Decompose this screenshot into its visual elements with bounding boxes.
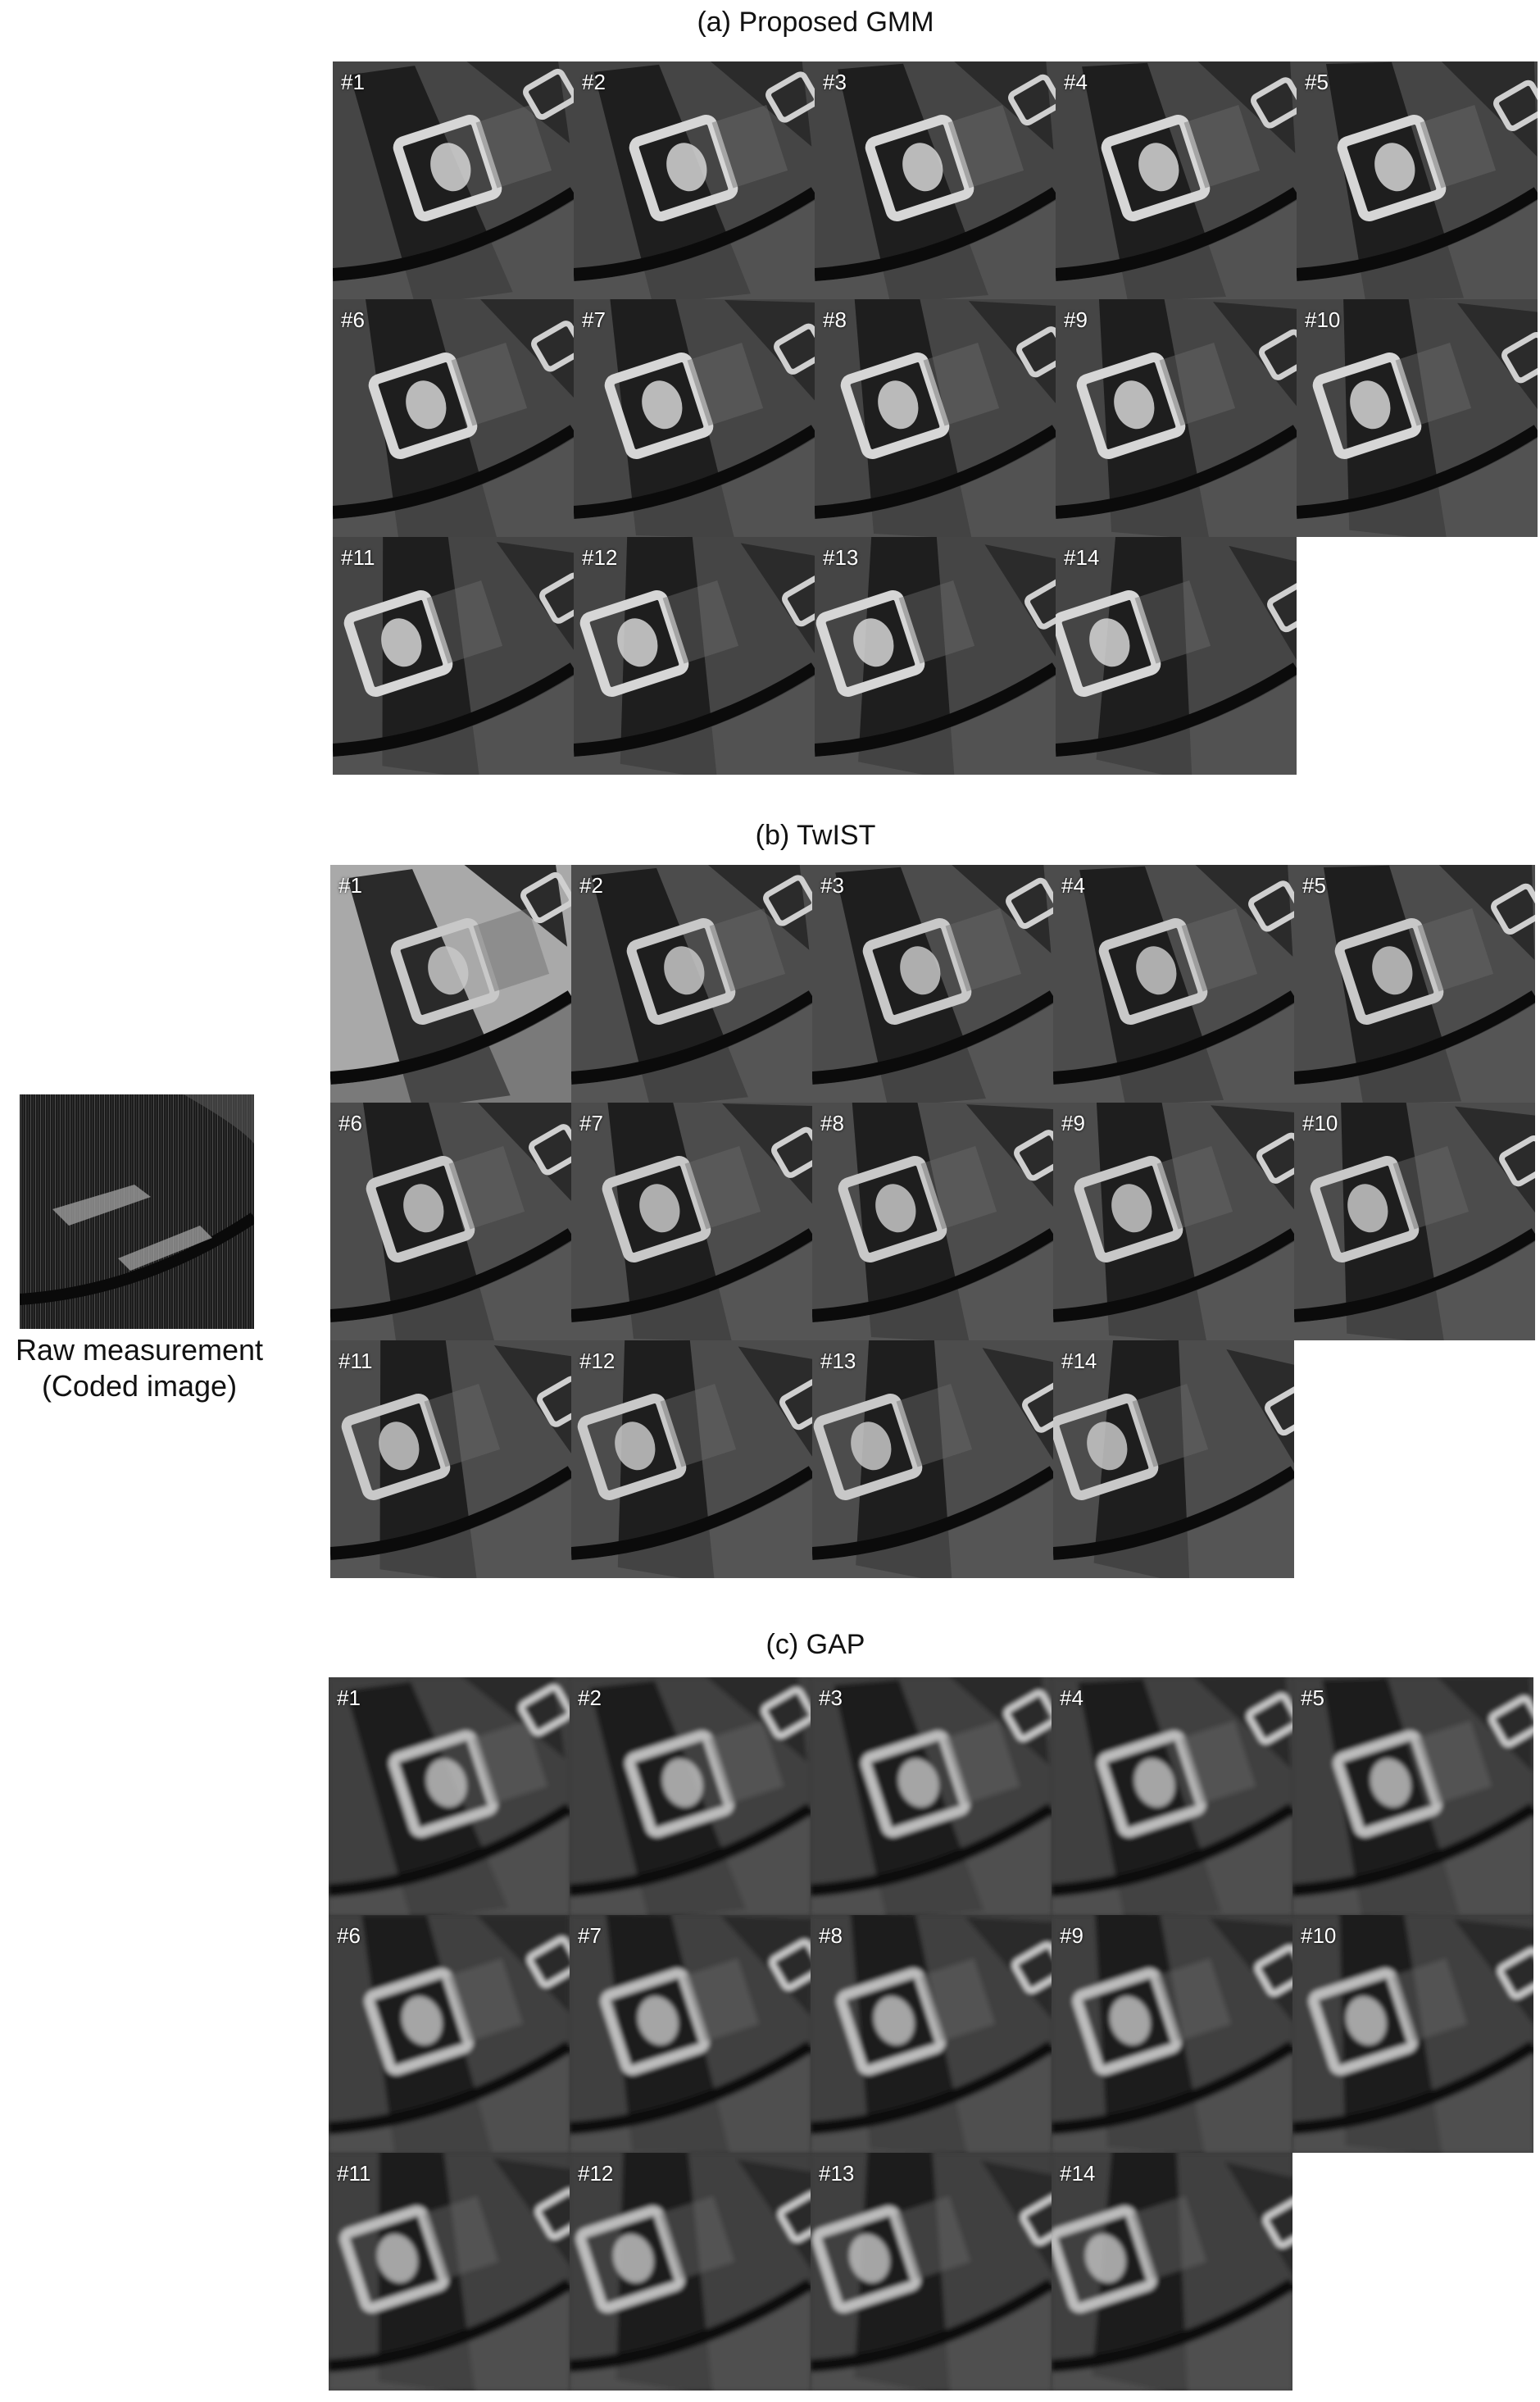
- frame-label: #13: [823, 545, 859, 570]
- raw-measurement-caption: Raw measurement (Coded image): [0, 1332, 279, 1404]
- frame-label: #6: [341, 307, 365, 332]
- frame-label: #7: [578, 1923, 602, 1948]
- frame-tile-gap-12: #12: [570, 2153, 811, 2391]
- frame-tile-gmm-8: #8: [815, 299, 1056, 537]
- raw-caption-line1: Raw measurement: [15, 1333, 264, 1367]
- frame-tile-gap-13: #13: [811, 2153, 1052, 2391]
- frame-label: #3: [819, 1685, 843, 1710]
- frame-label: #14: [1064, 545, 1100, 570]
- frame-label: #1: [341, 70, 365, 94]
- section-title-twist: (b) TwIST: [755, 820, 876, 851]
- frame-label: #8: [823, 307, 847, 332]
- section-title-gap: (c) GAP: [765, 1629, 865, 1660]
- frame-label: #11: [341, 545, 375, 570]
- frame-tile-twist-5: #5: [1294, 865, 1535, 1103]
- frame-tile-gap-4: #4: [1052, 1677, 1292, 1915]
- frame-tile-gap-6: #6: [329, 1915, 570, 2153]
- frame-tile-gmm-7: #7: [574, 299, 815, 537]
- frame-tile-gap-8: #8: [811, 1915, 1052, 2153]
- frame-tile-twist-13: #13: [812, 1340, 1053, 1578]
- frame-tile-gmm-1: #1: [333, 61, 574, 299]
- frame-label: #3: [823, 70, 847, 94]
- frame-tile-gap-1: #1: [329, 1677, 570, 1915]
- frame-tile-twist-11: #11: [330, 1340, 571, 1578]
- frame-tile-gmm-9: #9: [1056, 299, 1297, 537]
- frame-tile-gmm-12: #12: [574, 537, 815, 775]
- frame-tile-gap-11: #11: [329, 2153, 570, 2391]
- frame-tile-gmm-6: #6: [333, 299, 574, 537]
- frame-tile-twist-1: #1: [330, 865, 571, 1103]
- frame-tile-gmm-4: #4: [1056, 61, 1297, 299]
- section-title-gmm: (a) Proposed GMM: [697, 7, 934, 38]
- frame-label: #5: [1301, 1685, 1324, 1710]
- frame-label: #9: [1061, 1111, 1085, 1135]
- frame-tile-gmm-11: #11: [333, 537, 574, 775]
- frame-label: #2: [582, 70, 606, 94]
- frame-tile-gap-7: #7: [570, 1915, 811, 2153]
- frame-label: #8: [819, 1923, 843, 1948]
- frame-tile-twist-8: #8: [812, 1103, 1053, 1340]
- frame-tile-gmm-10: #10: [1297, 299, 1538, 537]
- frame-tile-gap-14: #14: [1052, 2153, 1292, 2391]
- frame-tile-twist-2: #2: [571, 865, 812, 1103]
- frame-tile-gmm-14: #14: [1056, 537, 1297, 775]
- frame-label: #7: [582, 307, 606, 332]
- frame-label: #10: [1305, 307, 1341, 332]
- frame-tile-twist-3: #3: [812, 865, 1053, 1103]
- frame-label: #6: [337, 1923, 361, 1948]
- frame-tile-gap-5: #5: [1292, 1677, 1533, 1915]
- frame-tile-twist-10: #10: [1294, 1103, 1535, 1340]
- frame-tile-gmm-13: #13: [815, 537, 1056, 775]
- frame-label: #2: [578, 1685, 602, 1710]
- frame-tile-gap-10: #10: [1292, 1915, 1533, 2153]
- frame-label: #5: [1305, 70, 1329, 94]
- frame-label: #9: [1064, 307, 1088, 332]
- frame-label: #6: [338, 1111, 362, 1135]
- frame-tile-gmm-2: #2: [574, 61, 815, 299]
- frame-label: #7: [579, 1111, 603, 1135]
- frame-tile-gmm-3: #3: [815, 61, 1056, 299]
- frame-tile-twist-14: #14: [1053, 1340, 1294, 1578]
- frame-label: #12: [578, 2161, 614, 2186]
- frame-tile-gap-9: #9: [1052, 1915, 1292, 2153]
- frame-tile-gmm-5: #5: [1297, 61, 1538, 299]
- frame-tile-gap-3: #3: [811, 1677, 1052, 1915]
- frame-label: #1: [338, 873, 362, 898]
- frame-label: #2: [579, 873, 603, 898]
- frame-label: #10: [1302, 1111, 1338, 1135]
- frame-tile-twist-12: #12: [571, 1340, 812, 1578]
- frame-label: #1: [337, 1685, 361, 1710]
- frame-label: #4: [1064, 70, 1088, 94]
- frame-label: #11: [338, 1349, 373, 1373]
- frame-tile-gap-2: #2: [570, 1677, 811, 1915]
- frame-label: #14: [1060, 2161, 1096, 2186]
- frame-tile-twist-7: #7: [571, 1103, 812, 1340]
- frame-label: #12: [582, 545, 618, 570]
- frame-label: #14: [1061, 1349, 1097, 1373]
- frame-tile-twist-9: #9: [1053, 1103, 1294, 1340]
- frame-label: #11: [337, 2161, 371, 2186]
- frame-tile-twist-4: #4: [1053, 865, 1294, 1103]
- frame-label: #12: [579, 1349, 616, 1373]
- frame-label: #10: [1301, 1923, 1337, 1948]
- frame-label: #13: [819, 2161, 855, 2186]
- frame-tile-twist-6: #6: [330, 1103, 571, 1340]
- raw-measurement-image: [20, 1094, 254, 1329]
- frame-label: #3: [820, 873, 844, 898]
- frame-label: #8: [820, 1111, 844, 1135]
- frame-label: #4: [1061, 873, 1085, 898]
- frame-label: #13: [820, 1349, 856, 1373]
- frame-label: #4: [1060, 1685, 1083, 1710]
- frame-label: #5: [1302, 873, 1326, 898]
- frame-label: #9: [1060, 1923, 1083, 1948]
- raw-caption-line2: (Coded image): [41, 1369, 238, 1403]
